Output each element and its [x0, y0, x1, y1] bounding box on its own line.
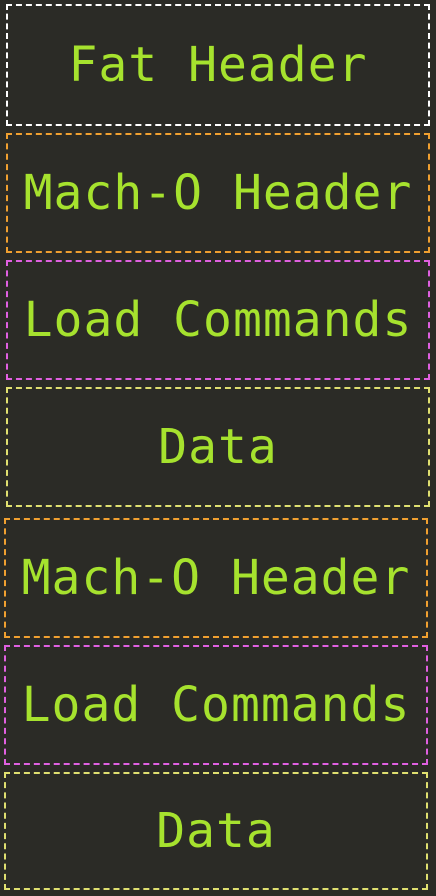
macho-header-label: Mach-O Header [21, 550, 411, 606]
fat-binary-top-panel [0, 0, 436, 516]
macho-header-block: Mach-O Header [6, 133, 430, 253]
data-block: Data [4, 772, 428, 890]
fat-header-label: Fat Header [68, 37, 368, 93]
load-commands-block: Load Commands [4, 645, 428, 765]
data-block: Data [6, 387, 430, 507]
data-label: Data [156, 803, 276, 859]
fat-header-block: Fat Header [6, 4, 430, 126]
data-label: Data [158, 419, 278, 475]
load-commands-label: Load Commands [23, 292, 413, 348]
macho-header-label: Mach-O Header [23, 165, 413, 221]
load-commands-block: Load Commands [6, 260, 430, 380]
fat-binary-bottom-panel [0, 516, 436, 896]
load-commands-label: Load Commands [21, 677, 411, 733]
macho-header-block: Mach-O Header [4, 518, 428, 638]
